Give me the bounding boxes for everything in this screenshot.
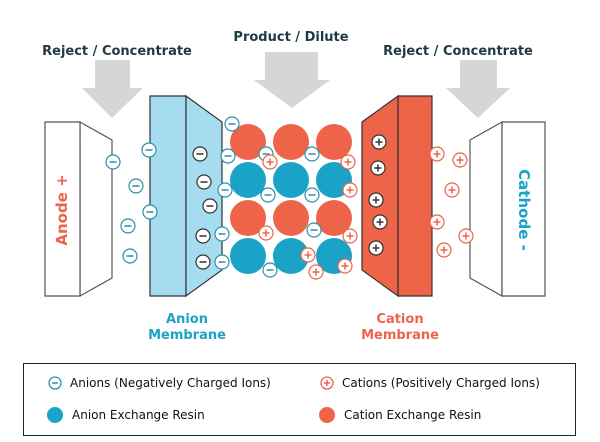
reject-right-arrow — [446, 60, 510, 118]
anion-icon — [304, 146, 320, 162]
cation-icon — [371, 134, 387, 150]
cathode-electrode — [501, 121, 546, 297]
anion-symbol-icon — [48, 376, 62, 390]
legend-cations: Cations (Positively Charged Ions) — [320, 376, 540, 390]
cation-exchange-resin-bead — [273, 124, 309, 160]
cation-exchange-resin-bead — [316, 124, 352, 160]
anion-icon — [260, 187, 276, 203]
anion-icon — [224, 116, 240, 132]
anion-exchange-resin-bead — [230, 162, 266, 198]
anion-resin-bead-icon — [47, 407, 63, 423]
product-dilute-label: Product / Dilute — [233, 30, 349, 45]
cation-icon — [368, 192, 384, 208]
anion-membrane-label: Anion Membrane — [148, 312, 226, 344]
cation-icon — [372, 214, 388, 230]
legend-anion-resin-text: Anion Exchange Resin — [72, 408, 205, 422]
cation-icon — [342, 182, 358, 198]
cation-exchange-resin-bead — [230, 124, 266, 160]
anion-icon — [195, 228, 211, 244]
cathode-electrode-side — [469, 120, 503, 298]
cation-icon — [458, 228, 474, 244]
legend: Anions (Negatively Charged Ions) Cations… — [23, 363, 576, 436]
legend-anion-resin: Anion Exchange Resin — [46, 406, 205, 424]
legend-cation-resin: Cation Exchange Resin — [318, 406, 481, 424]
anode-label: Anode + — [53, 174, 71, 246]
anode-electrode-side — [79, 120, 113, 298]
anion-icon — [195, 254, 211, 270]
legend-cation-resin-text: Cation Exchange Resin — [344, 408, 482, 422]
legend-cations-text: Cations (Positively Charged Ions) — [342, 376, 540, 390]
anion-membrane-label-line1: Anion — [166, 312, 208, 327]
cation-icon — [308, 264, 324, 280]
anion-icon — [217, 182, 233, 198]
legend-anions: Anions (Negatively Charged Ions) — [48, 376, 271, 390]
cation-icon — [368, 240, 384, 256]
cation-icon — [258, 225, 274, 241]
reject-concentrate-left-label: Reject / Concentrate — [42, 44, 192, 59]
anion-icon — [105, 154, 121, 170]
cation-resin-bead-icon — [319, 407, 335, 423]
anion-icon — [142, 204, 158, 220]
cation-exchange-resin-bead — [273, 200, 309, 236]
cathode-label: Cathode - — [515, 169, 533, 251]
anion-icon — [202, 198, 218, 214]
cation-icon — [436, 242, 452, 258]
cation-membrane-label-line2: Membrane — [361, 328, 439, 343]
anion-icon — [120, 218, 136, 234]
product-arrow — [254, 52, 330, 108]
anion-icon — [122, 248, 138, 264]
anion-icon — [214, 226, 230, 242]
anion-exchange-resin-bead — [230, 238, 266, 274]
cation-membrane-label: Cation Membrane — [361, 312, 439, 344]
cation-exchange-resin-bead — [316, 200, 352, 236]
anion-icon — [192, 146, 208, 162]
legend-anions-text: Anions (Negatively Charged Ions) — [70, 376, 271, 390]
anion-icon — [141, 142, 157, 158]
cation-icon — [429, 146, 445, 162]
anion-icon — [306, 222, 322, 238]
cation-exchange-resin-bead — [230, 200, 266, 236]
cation-membrane-label-line1: Cation — [376, 312, 424, 327]
cation-icon — [300, 247, 316, 263]
anion-icon — [214, 254, 230, 270]
anion-membrane-side — [185, 94, 223, 298]
cation-icon — [452, 152, 468, 168]
reject-concentrate-right-label: Reject / Concentrate — [383, 44, 533, 59]
cation-icon — [342, 228, 358, 244]
anion-exchange-resin-bead — [273, 238, 309, 274]
cation-icon — [262, 154, 278, 170]
anion-icon — [304, 187, 320, 203]
cation-icon — [340, 154, 356, 170]
anion-icon — [262, 262, 278, 278]
anion-exchange-resin-bead — [273, 162, 309, 198]
cation-symbol-icon — [320, 376, 334, 390]
anion-icon — [196, 174, 212, 190]
anion-icon — [220, 148, 236, 164]
anode-electrode — [44, 121, 81, 297]
anion-icon — [128, 178, 144, 194]
cation-icon — [370, 160, 386, 176]
cation-icon — [337, 258, 353, 274]
cation-membrane — [397, 95, 433, 297]
cation-icon — [444, 182, 460, 198]
reject-left-arrow — [82, 60, 143, 118]
anion-membrane — [149, 95, 187, 297]
anion-membrane-label-line2: Membrane — [148, 328, 226, 343]
cation-icon — [429, 214, 445, 230]
